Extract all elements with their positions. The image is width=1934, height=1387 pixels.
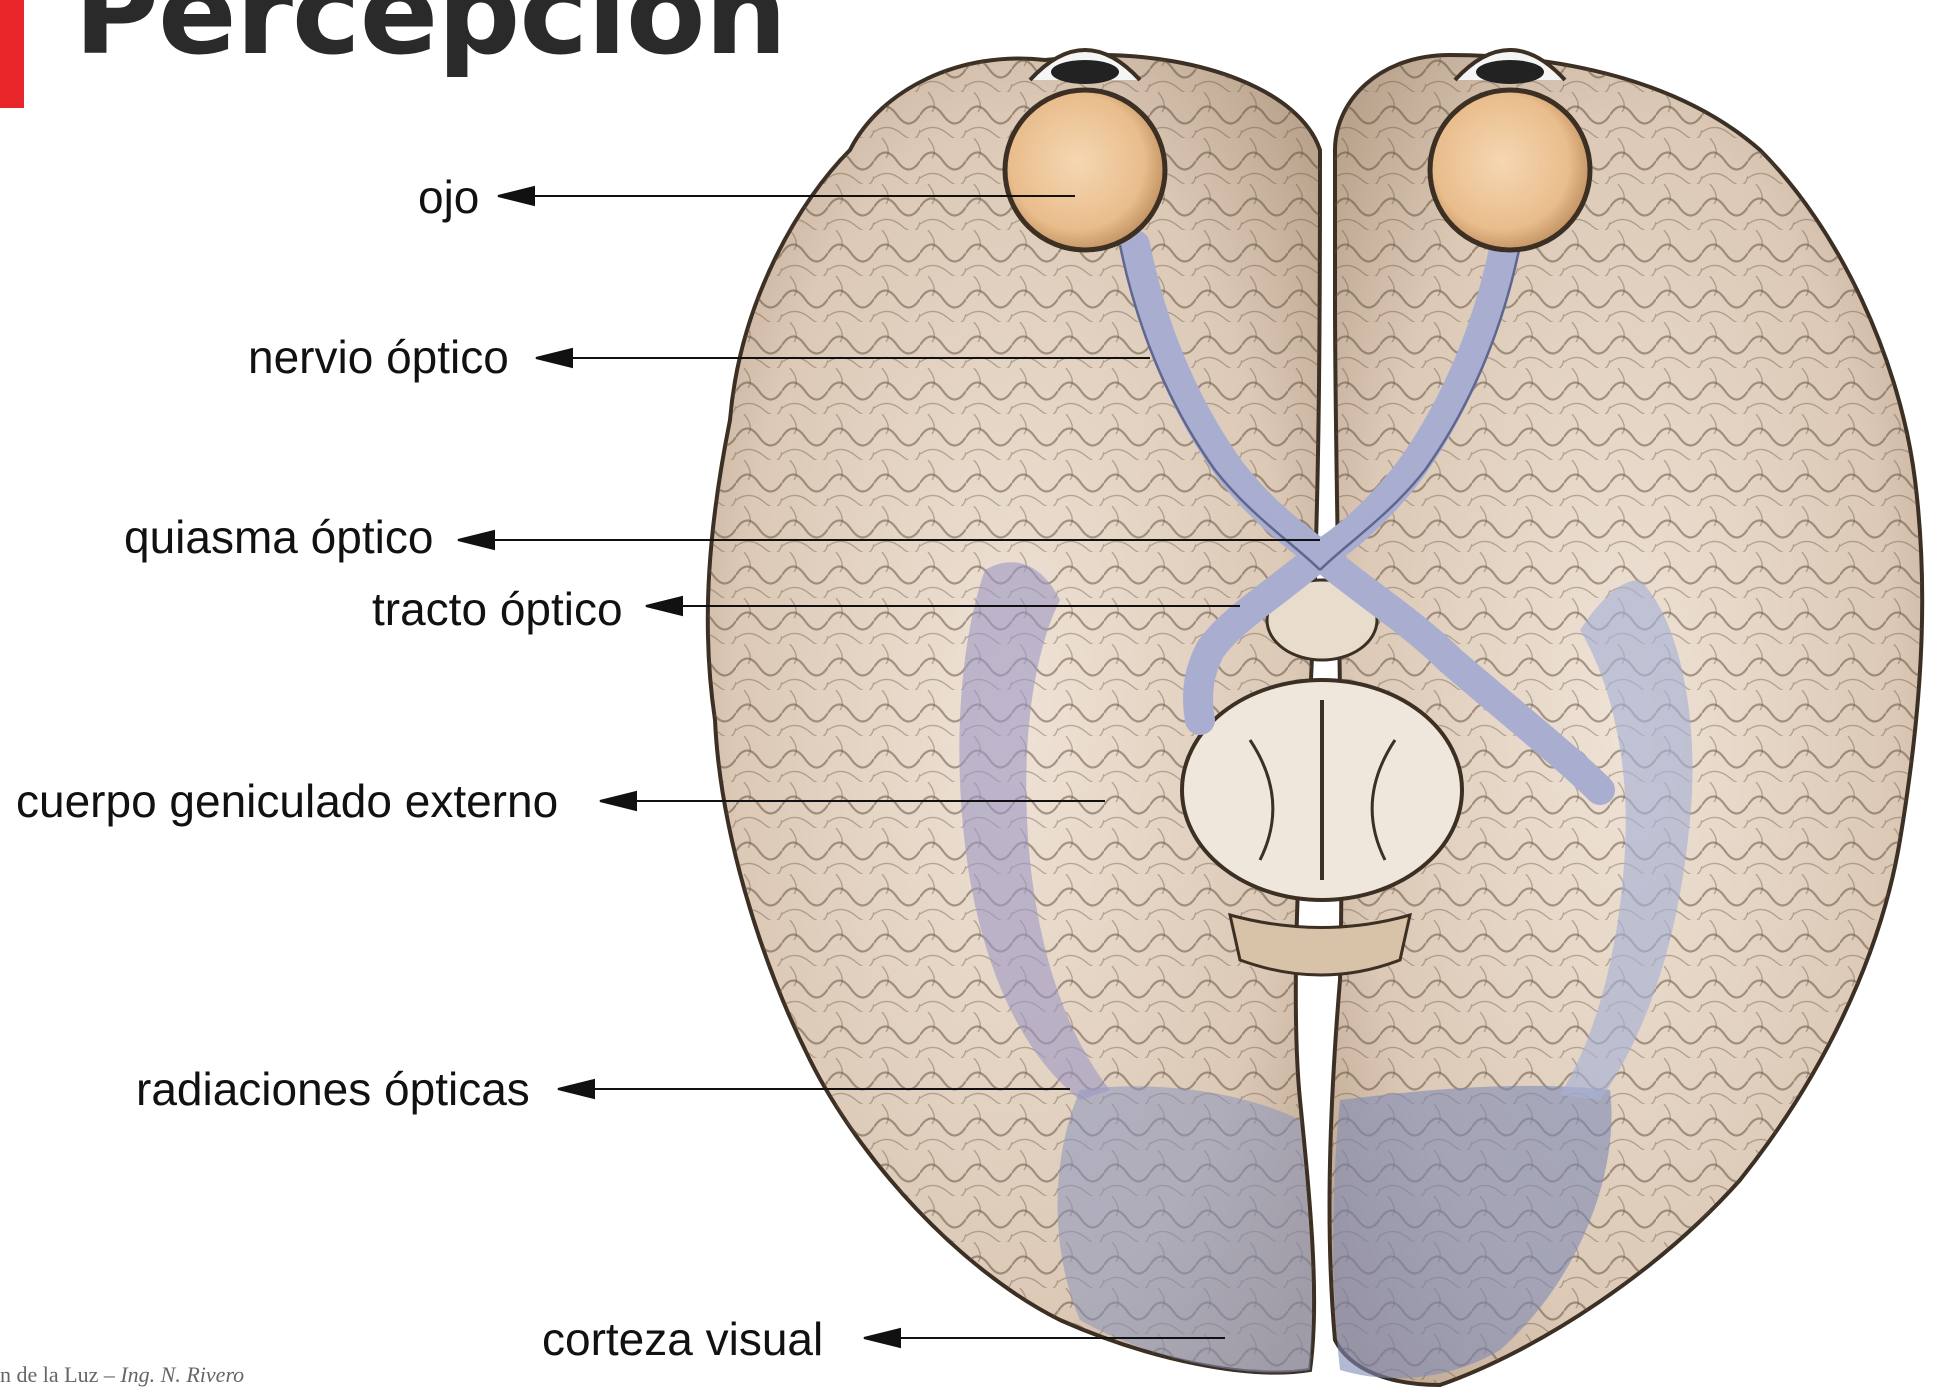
label-visual-cortex: corteza visual [542,1316,823,1362]
label-optic-radiations: radiaciones ópticas [136,1066,530,1112]
label-lgn: cuerpo geniculado externo [16,778,558,824]
footer-course: n de la Luz – [0,1362,115,1387]
label-optic-chiasm: quiasma óptico [124,514,433,560]
footer-credit: n de la Luz – Ing. N. Rivero [0,1364,244,1386]
visual-cortex-right [1333,1086,1611,1378]
footer-author: Ing. N. Rivero [120,1362,244,1387]
label-optic-tract: tracto óptico [372,586,623,632]
label-optic-nerve: nervio óptico [248,334,509,380]
label-eye: ojo [418,174,479,220]
